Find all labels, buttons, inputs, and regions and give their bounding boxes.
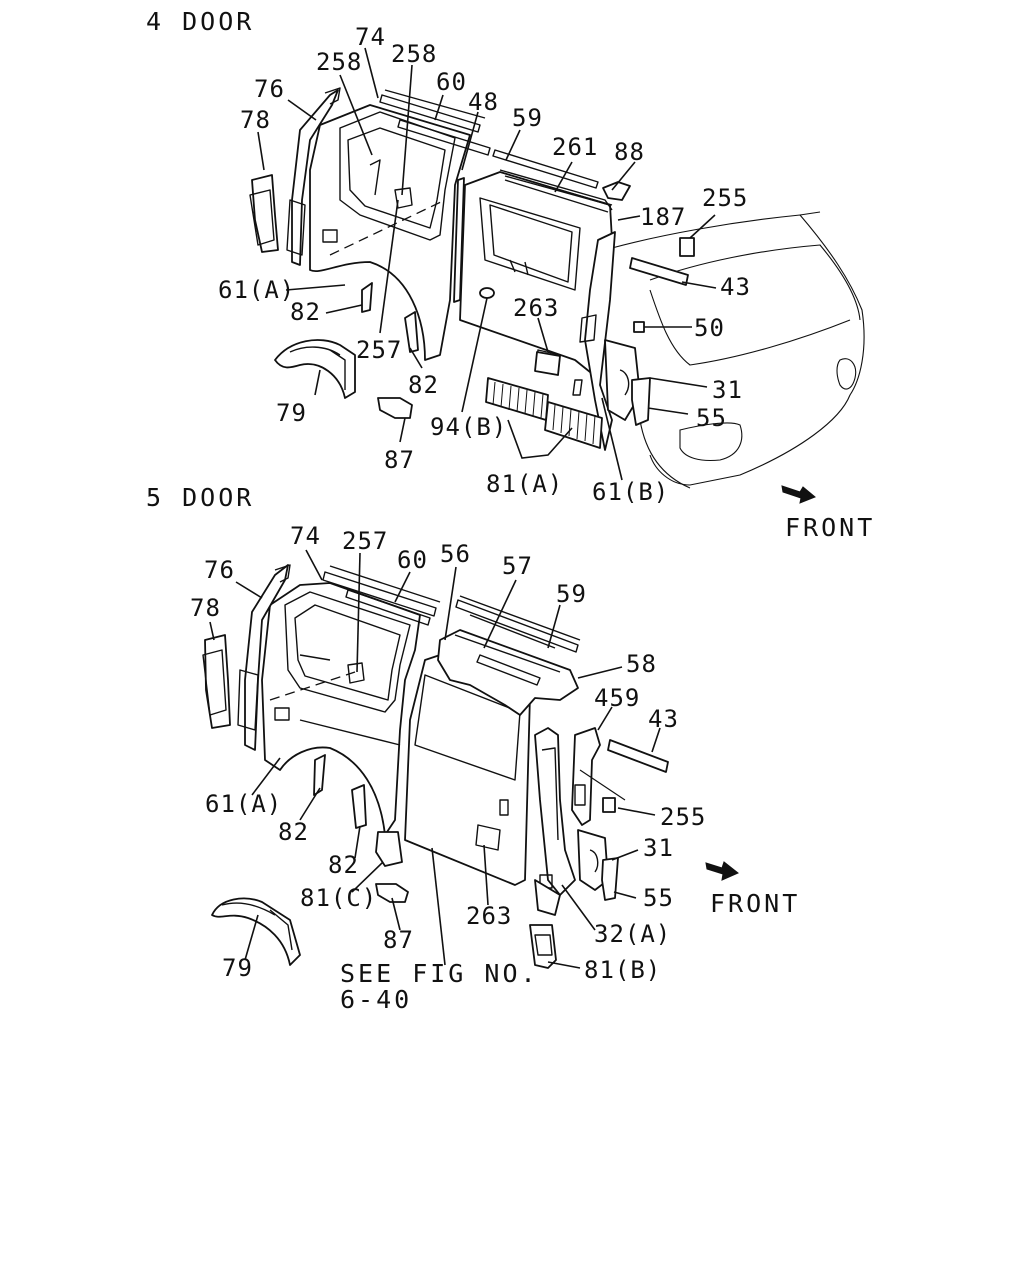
label-48-4d: 48 [468, 88, 499, 116]
rear-quarter-panel-5d [261, 582, 421, 836]
wheel-housing-79-5d [211, 897, 301, 966]
front-lower-31-55-5d [577, 829, 619, 901]
label-261-4d: 261 [552, 133, 598, 161]
label-50-4d: 50 [694, 314, 725, 342]
label-60-4d: 60 [436, 68, 467, 96]
label-257-4d: 257 [356, 336, 402, 364]
bracket-82a-5d [313, 754, 326, 796]
label-56-5d: 56 [440, 540, 471, 568]
pillar-459 [571, 727, 601, 826]
label-60-5d: 60 [397, 546, 428, 574]
floor-sill-81a [485, 377, 603, 449]
label-76-4d: 76 [254, 75, 285, 103]
label-31-4d: 31 [712, 376, 743, 404]
label-78-4d: 78 [240, 106, 271, 134]
label-82a-4d: 82 [290, 298, 321, 326]
label-94b-4d: 94(B) [430, 413, 507, 441]
header-56-57-58-59 [437, 595, 581, 716]
front-label-4d: FRONT [785, 513, 875, 542]
bracket-82b-4d [404, 311, 419, 353]
van-front-outline [611, 211, 865, 489]
section-title-5-door: 5 DOOR [146, 483, 254, 512]
label-255-5d: 255 [660, 803, 706, 831]
center-pillar-32a [534, 727, 576, 916]
labels-5-door: 74 257 60 56 57 76 59 78 58 459 43 61(A)… [190, 522, 800, 1014]
leader-lines-5d [209, 549, 661, 969]
label-88-4d: 88 [614, 138, 645, 166]
label-87-5d: 87 [383, 926, 414, 954]
labels-4-door: 74 258 258 60 76 48 78 59 261 88 187 255… [218, 23, 875, 542]
bracket-81b [529, 924, 557, 969]
plate-255-4d [679, 237, 695, 257]
outer-rear-panel-78 [249, 174, 279, 253]
see-fig-line-1: SEE FIG NO. [340, 959, 539, 988]
rail-43-5d [607, 739, 669, 773]
see-fig-line-2: 6-40 [340, 985, 412, 1014]
rail-43-4d [629, 257, 689, 286]
label-255-4d: 255 [702, 184, 748, 212]
bracket-82a-4d [361, 282, 373, 313]
bracket-87-5d [375, 883, 409, 903]
label-258b-4d: 258 [391, 40, 437, 68]
front-label-5d: FRONT [710, 889, 800, 918]
bracket-81c [375, 831, 403, 867]
roof-rails-5d [322, 565, 441, 626]
label-257-5d: 257 [342, 527, 388, 555]
wheel-housing-79-4d [274, 339, 356, 399]
label-74-5d: 74 [290, 522, 321, 550]
outer-rear-panel-76-5d [237, 564, 291, 751]
label-55-5d: 55 [643, 884, 674, 912]
label-82b-5d: 82 [328, 851, 359, 879]
line-255-5d [579, 769, 626, 801]
plate-255-5d [602, 797, 616, 813]
plug-94b [479, 287, 495, 299]
section-title-4-door: 4 DOOR [146, 7, 254, 36]
label-79-4d: 79 [276, 399, 307, 427]
label-43-4d: 43 [720, 273, 751, 301]
label-61a-4d: 61(A) [218, 276, 295, 304]
label-32a-5d: 32(A) [594, 920, 671, 948]
rear-quarter-panel-4d [309, 104, 471, 361]
label-59-4d: 59 [512, 104, 543, 132]
label-43-5d: 43 [648, 705, 679, 733]
plate-263-4d [534, 351, 561, 376]
bracket-87-4d [377, 397, 413, 419]
roof-rails-4d [379, 89, 599, 189]
label-258a-4d: 258 [316, 48, 362, 76]
label-58-5d: 58 [626, 650, 657, 678]
label-78-5d: 78 [190, 594, 221, 622]
front-lower-31-55-4d [604, 339, 651, 426]
outer-rear-panel-78-5d [202, 634, 231, 729]
clip-50 [633, 321, 645, 333]
label-81a-4d: 81(A) [486, 470, 563, 498]
four-door-drawing [249, 47, 865, 504]
label-59-5d: 59 [556, 580, 587, 608]
label-57-5d: 57 [502, 552, 533, 580]
label-187-4d: 187 [640, 203, 686, 231]
label-79-5d: 79 [222, 954, 253, 982]
label-76-5d: 76 [204, 556, 235, 584]
five-door-drawing [202, 549, 739, 969]
outer-rear-panel-76 [286, 87, 341, 266]
label-81c-5d: 81(C) [300, 884, 377, 912]
front-arrow-4d [781, 485, 816, 504]
label-263-5d: 263 [466, 902, 512, 930]
leader-lines-4d [257, 47, 717, 481]
label-74-4d: 74 [355, 23, 386, 51]
label-31-5d: 31 [643, 834, 674, 862]
label-82b-4d: 82 [408, 371, 439, 399]
label-81b-5d: 81(B) [584, 956, 661, 984]
label-61b-4d: 61(B) [592, 478, 669, 506]
center-pillar-61b [579, 231, 616, 451]
label-55-4d: 55 [696, 404, 727, 432]
label-263-4d: 263 [513, 294, 559, 322]
label-82a-5d: 82 [278, 818, 309, 846]
front-arrow-5d [705, 861, 739, 881]
bracket-82b-5d [351, 784, 367, 829]
label-87-4d: 87 [384, 446, 415, 474]
label-459-5d: 459 [594, 684, 640, 712]
label-61a-5d: 61(A) [205, 790, 282, 818]
upper-rail-261 [504, 175, 631, 206]
